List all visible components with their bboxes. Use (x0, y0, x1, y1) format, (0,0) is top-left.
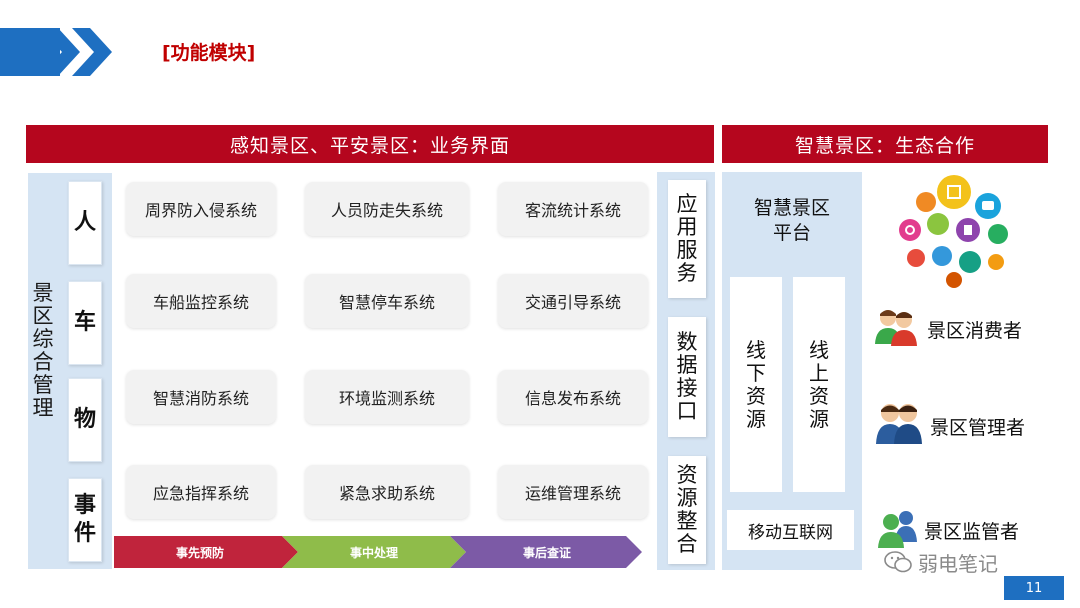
wechat-icon (884, 550, 912, 574)
system-visitor-count: 客流统计系统 (498, 182, 648, 236)
application-service-box: 应用服务 (668, 180, 706, 298)
system-ops-management: 运维管理系统 (498, 465, 648, 519)
consumer-people-icon (874, 306, 918, 346)
process-label-verify: 事后查证 (462, 536, 632, 568)
stakeholder-consumer: 景区消费者 (927, 316, 1022, 343)
offline-resource-box: 线下资源 (730, 277, 782, 492)
business-interface-banner: 感知景区、平安景区：业务界面 (26, 125, 714, 163)
online-resource-box: 线上资源 (793, 277, 845, 492)
process-label-handle: 事中处理 (290, 536, 458, 568)
system-emergency-help: 紧急求助系统 (305, 465, 469, 519)
system-anti-lost: 人员防走失系统 (305, 182, 469, 236)
data-interface-box: 数据接口 (668, 317, 706, 437)
mobile-internet-box: 移动互联网 (727, 510, 854, 550)
system-perimeter-intrusion: 周界防入侵系统 (126, 182, 276, 236)
system-env-monitor: 环境监测系统 (305, 370, 469, 424)
chevron-right-icon (72, 28, 112, 76)
process-label-prevent: 事先预防 (114, 536, 286, 568)
system-info-publish: 信息发布系统 (498, 370, 648, 424)
category-vehicle: 车 (68, 281, 102, 365)
social-apps-icon (890, 172, 1020, 290)
management-vertical-label: 景区综合管理 (30, 282, 56, 420)
resource-integration-box: 资源整合 (668, 456, 706, 564)
page-number: 11 (1004, 576, 1064, 600)
system-traffic-guide: 交通引导系统 (498, 274, 648, 328)
ecosystem-banner: 智慧景区：生态合作 (722, 125, 1048, 163)
system-smart-fire: 智慧消防系统 (126, 370, 276, 424)
category-event: 事件 (68, 478, 102, 562)
manager-people-icon (876, 400, 922, 444)
watermark-text: 弱电笔记 (918, 548, 998, 577)
stakeholder-manager: 景区管理者 (930, 413, 1025, 440)
section-title: [功能模块] (162, 38, 255, 65)
stakeholder-supervisor: 景区监管者 (924, 517, 1019, 544)
supervisor-people-icon (876, 508, 920, 548)
category-person: 人 (68, 181, 102, 265)
category-object: 物 (68, 378, 102, 462)
system-emergency-command: 应急指挥系统 (126, 465, 276, 519)
system-smart-parking: 智慧停车系统 (305, 274, 469, 328)
system-vehicle-monitor: 车船监控系统 (126, 274, 276, 328)
platform-title: 智慧景区平台 (722, 196, 862, 246)
